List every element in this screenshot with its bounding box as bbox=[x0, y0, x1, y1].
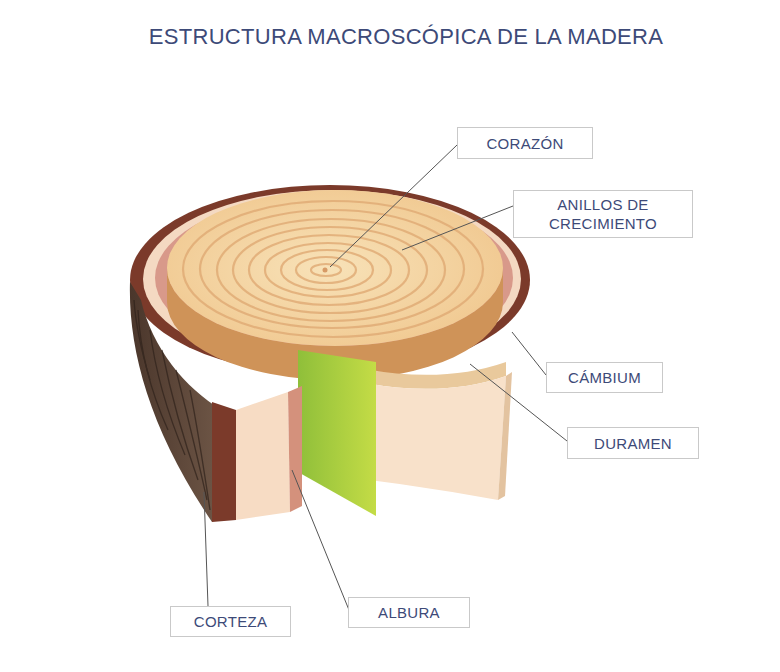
label-box: DURAMEN bbox=[567, 427, 699, 459]
bark-texture bbox=[134, 300, 210, 510]
bark-cut bbox=[212, 402, 236, 522]
diagram-title: ESTRUCTURA MACROSCÓPICA DE LA MADERA bbox=[110, 24, 702, 50]
bark-side bbox=[130, 282, 222, 522]
cambium-cut bbox=[288, 386, 302, 512]
pith-dot bbox=[323, 268, 328, 273]
cambium-sheet bbox=[298, 350, 376, 516]
label-box: CORTEZA bbox=[170, 606, 291, 637]
label-text: DURAMEN bbox=[594, 434, 672, 453]
label-text: CÁMBIUM bbox=[568, 368, 641, 387]
label-box: ALBURA bbox=[348, 597, 470, 628]
label-box: CORAZÓN bbox=[457, 127, 593, 159]
growth-rings bbox=[183, 201, 483, 337]
label-text: CORTEZA bbox=[194, 612, 268, 631]
label-text: ANILLOS DE CRECIMIENTO bbox=[514, 195, 692, 233]
wood-face bbox=[167, 190, 503, 346]
label-box: ANILLOS DE CRECIMIENTO bbox=[513, 190, 693, 238]
label-box: CÁMBIUM bbox=[546, 362, 663, 393]
label-text: CORAZÓN bbox=[486, 134, 563, 153]
label-text: ALBURA bbox=[378, 603, 440, 622]
sapwood-cut bbox=[236, 392, 290, 520]
